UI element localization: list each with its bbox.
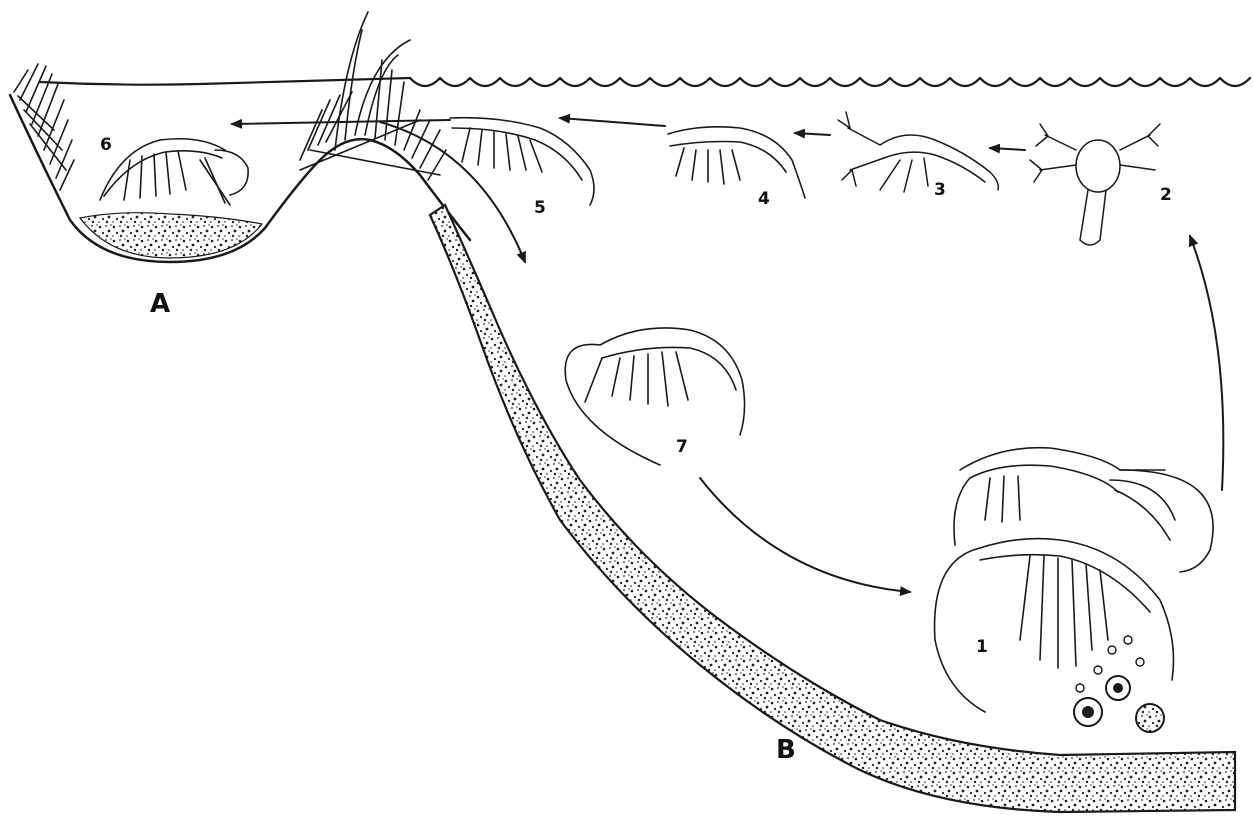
- arrow-2-to-3: [990, 148, 1025, 150]
- stage-label-3: 3: [934, 180, 946, 200]
- stage-label-1: 1: [976, 637, 988, 657]
- cycle-arrows: [232, 118, 1223, 592]
- region-label-b: B: [776, 735, 796, 765]
- stage-label-6: 6: [100, 135, 112, 155]
- region-label-a: A: [150, 289, 170, 319]
- stage-label-2: 2: [1160, 185, 1172, 205]
- shrimp-stage-4: [668, 127, 805, 198]
- shrimp-stage-5: [450, 118, 594, 205]
- stage-label-4: 4: [758, 189, 770, 209]
- ridge-reeds: [300, 12, 446, 180]
- slope-sediment: [430, 205, 1235, 812]
- water-surface: [40, 78, 1250, 86]
- larva-stage-3: [838, 112, 998, 192]
- arrow-3-to-4: [795, 133, 830, 135]
- eggs: [1074, 636, 1164, 732]
- arrow-4-to-5: [560, 118, 665, 126]
- shrimp-stage-1-adults: [935, 448, 1214, 712]
- arrow-1-to-2: [1190, 236, 1223, 490]
- shrimp-stage-6: [100, 139, 248, 205]
- shrimp-stage-7: [565, 328, 744, 465]
- arrow-5-to-6: [232, 120, 450, 124]
- stage-label-7: 7: [676, 437, 688, 457]
- larva-stage-2: [1030, 124, 1160, 245]
- stage-label-5: 5: [534, 198, 546, 218]
- arrow-7-to-1: [700, 478, 910, 592]
